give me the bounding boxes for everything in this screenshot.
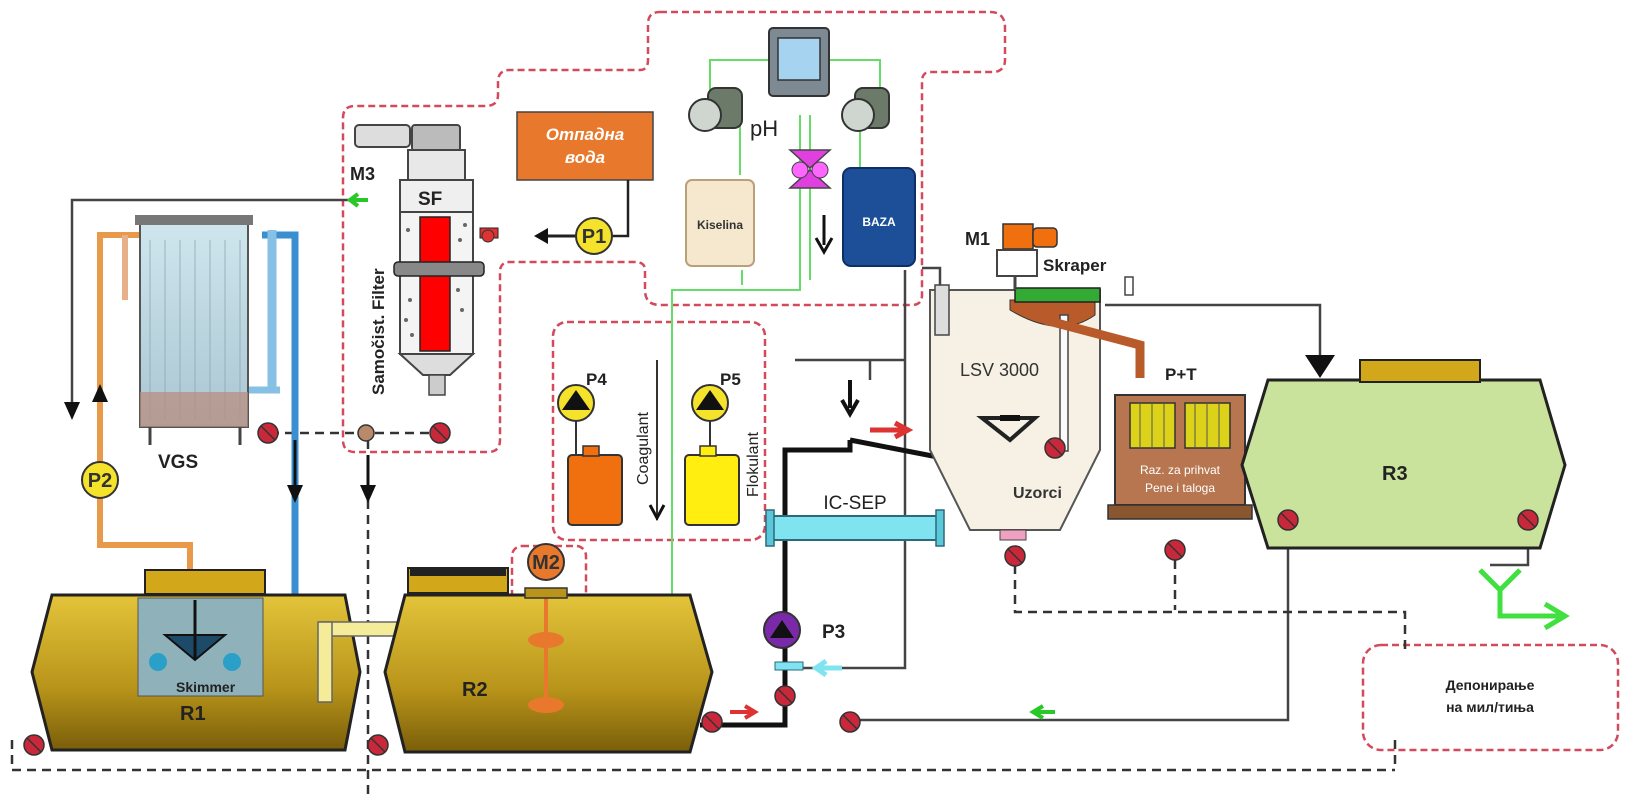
skimmer-label: Skimmer [176,679,236,695]
m2-label: M2 [532,552,560,574]
ic-sep-unit [769,515,941,541]
m1-motor [1002,223,1034,250]
arrow-left-icon [534,228,548,244]
valve-icon [481,229,495,243]
raz-label-2: Pene i taloga [1145,481,1215,495]
valve-icon [1277,509,1299,531]
m2-mixer [524,587,568,713]
p4-pump [557,384,595,422]
coagulant-tank [567,454,623,526]
r1-label: R1 [180,703,206,725]
green-outlet-arrow [1478,568,1560,619]
arrow-left-icon [1029,704,1055,720]
valve-icon [23,734,45,756]
p3-pump-arrow [770,620,794,638]
acid-dosing-pump [688,87,743,132]
raz-label-1: Raz. za prihvat [1140,463,1221,477]
chemical-dosing-enclosure [551,320,767,542]
valve-icon [357,424,375,442]
wastewater-label-2: вода [565,148,605,167]
arrow-down-icon [1305,355,1335,378]
vgs-label: VGS [158,452,198,473]
valve-icon [1164,539,1186,561]
arrow-left-icon [811,658,842,678]
arrow-down-icon [840,380,860,419]
flokulant-tank [684,454,740,526]
flokulant-label: Flokulant [745,432,762,497]
p5-label: P5 [720,370,741,389]
valve-icon [257,422,279,444]
valve-icon [367,734,389,756]
ph-mixing-valve [788,149,832,189]
pt-sludge-container [1107,394,1253,520]
m2-motor [527,543,565,581]
kiselina-tank [685,179,755,267]
ph-display [777,37,821,81]
skraper-label: Skraper [1043,256,1107,275]
arrow-right-icon [730,704,759,720]
deponovanje-enclosure [1361,643,1620,752]
r2-label: R2 [462,679,488,701]
p2-pump [81,461,119,499]
lsv-label: LSV 3000 [960,360,1039,380]
valve-icon [429,422,451,444]
valve-icon [1517,509,1539,531]
uzorci-label: Uzorci [1013,485,1062,502]
valve-icon [1044,437,1066,459]
p2-label: P2 [88,470,112,492]
p1-label: P1 [582,226,606,248]
valve-icon [1004,545,1026,567]
black-arrows [64,384,376,503]
arrow-down-icon [648,504,666,522]
baza-tank [842,167,916,267]
baza-label: BAZA [862,215,896,229]
ic-sep-label: IC-SEP [823,493,886,514]
samocist-filter-label: Samočist. Filter [369,268,388,395]
p4-label: P4 [586,370,607,389]
lsv-3000-unit [929,284,1101,541]
wastewater-line [612,180,630,238]
m3-label: M3 [350,164,375,184]
dashed-pipes [10,431,1407,800]
wastewater-label-1: Отпадна [546,125,624,144]
valve-icon [774,685,796,707]
coagulant-label: Coagulant [635,412,652,486]
vgs-unit [135,215,253,445]
deponovanje-label-2: на мил/тиња [1446,699,1534,715]
arrow-down-icon [814,215,834,256]
vgs-pipes [97,230,299,725]
ph-label: pH [750,116,778,141]
deponovanje-label-1: Депонирање [1446,677,1535,693]
r2-tank [383,567,714,754]
valve-icon [701,711,723,733]
sludge-channel [1043,315,1145,378]
p1-pump [575,217,613,255]
r3-tank [1240,359,1567,550]
m1-label: M1 [965,229,990,249]
p5-pump [691,384,729,422]
arrow-right-icon [1543,601,1570,631]
sf-filter [354,124,499,396]
wastewater-box [516,111,654,181]
valve-icon [839,711,861,733]
p3-label: P3 [822,622,845,643]
green-arrow-icon [346,192,368,208]
sf-label: SF [418,189,442,210]
r1-tank [30,569,362,752]
base-dosing-pump [841,87,890,132]
kiselina-label: Kiselina [697,218,743,232]
pt-label: P+T [1165,365,1197,384]
valves [23,229,1539,756]
r3-label: R3 [1382,463,1408,485]
arrow-right-icon [870,420,914,440]
